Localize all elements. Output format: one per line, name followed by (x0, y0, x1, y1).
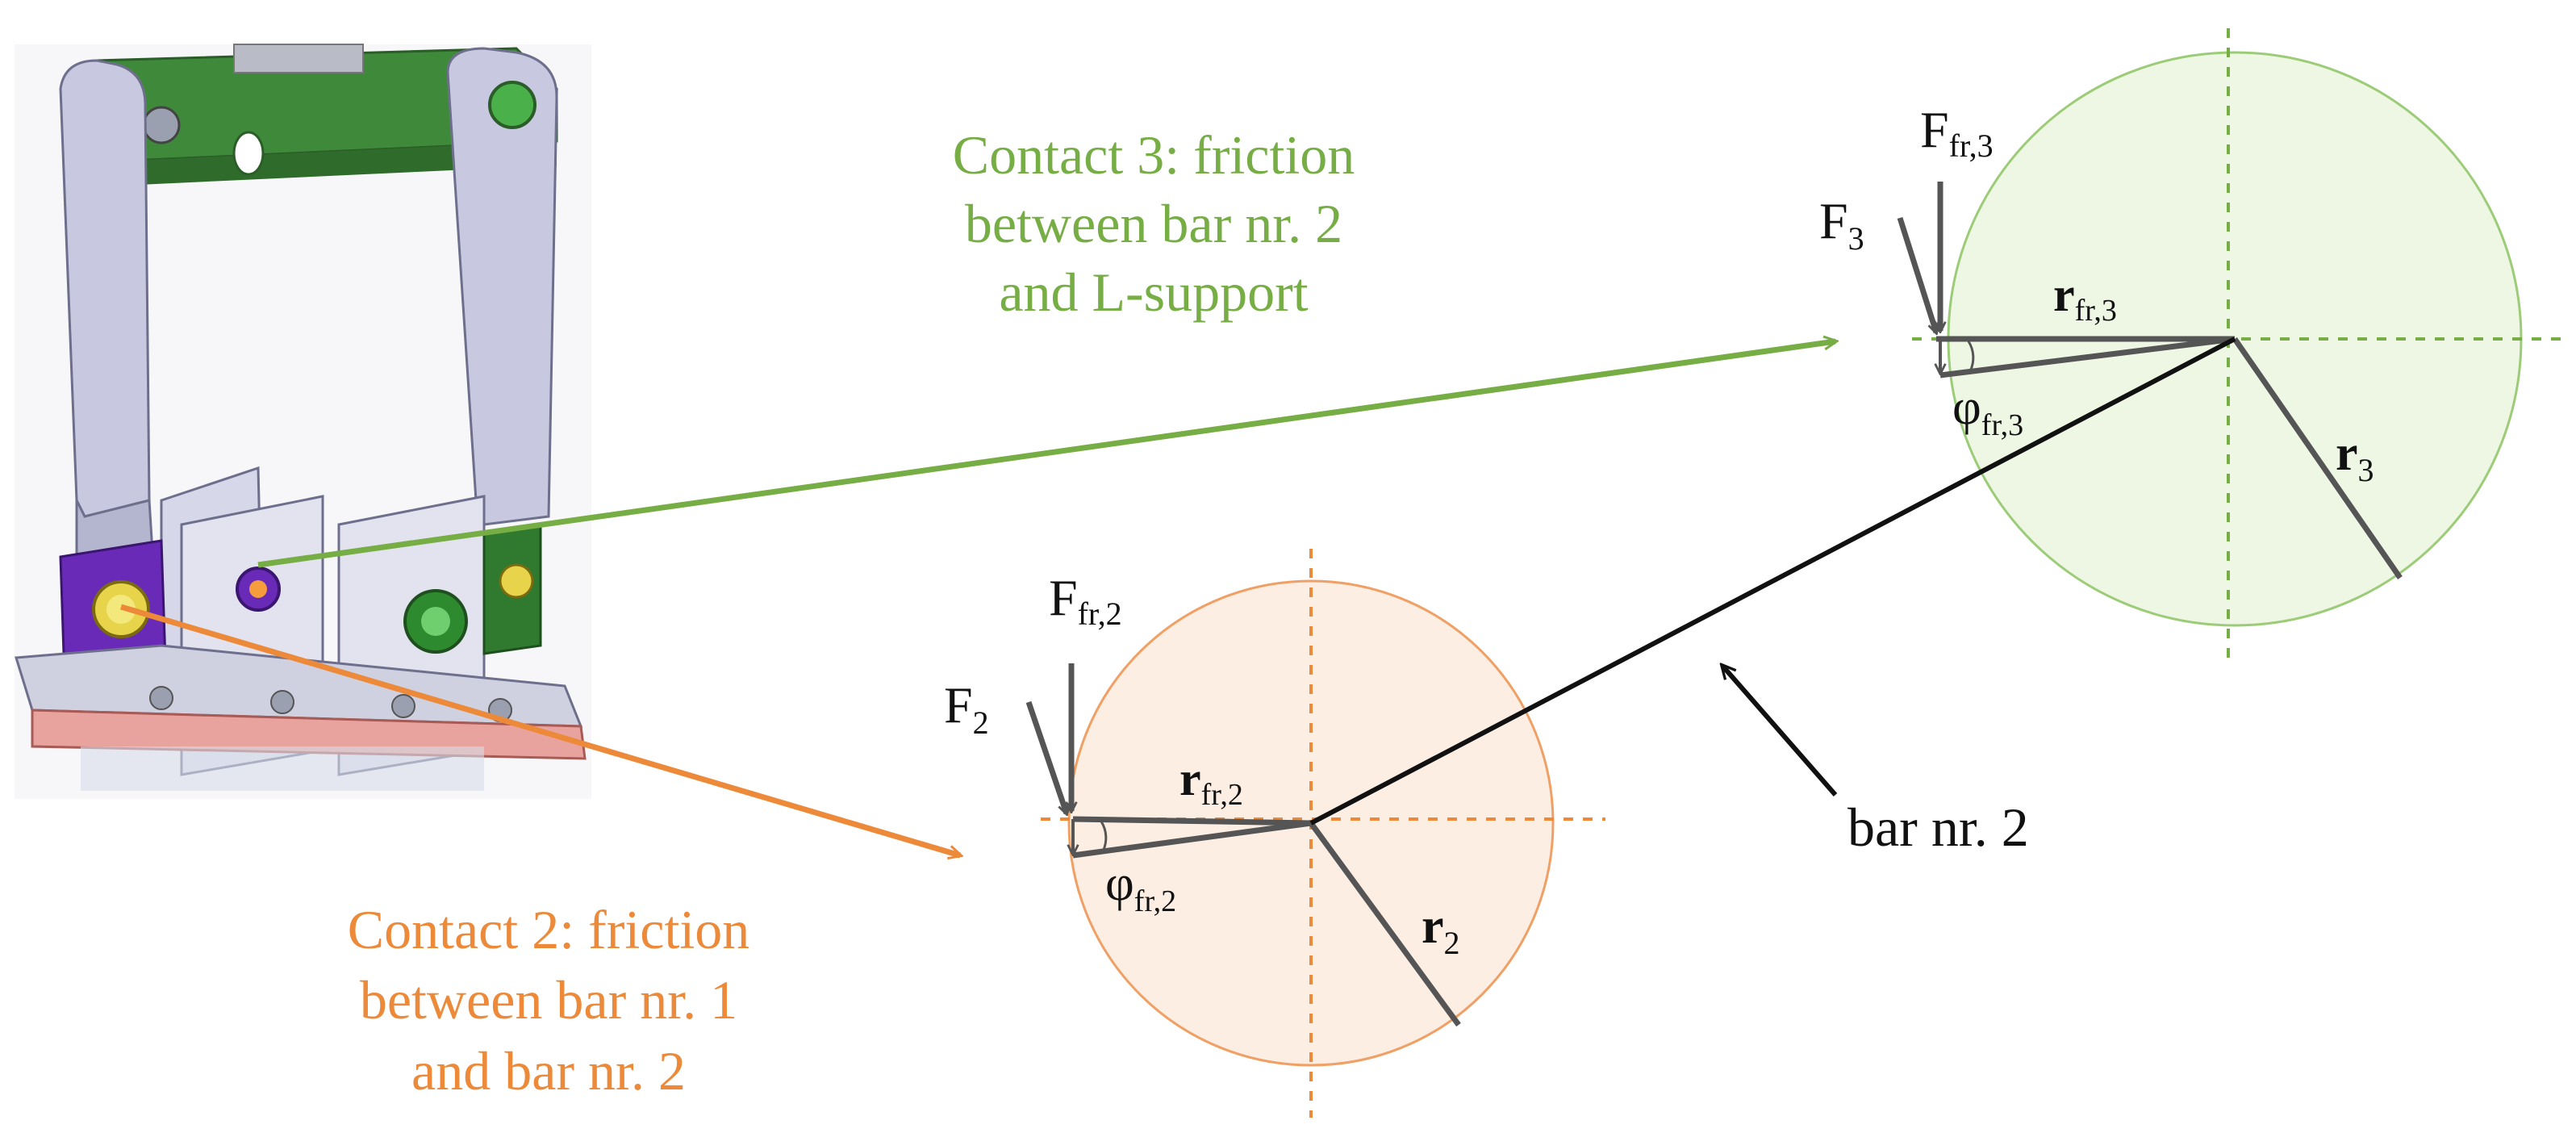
contact2-radius-label: r2 (1422, 899, 1460, 961)
contact2-circle-group (1025, 549, 1605, 1118)
contact2-caption-line3: and bar nr. 2 (411, 1040, 686, 1102)
contact3-caption-line3: and L-support (999, 261, 1308, 323)
contact3-friction-force-label: Ffr,3 (1920, 101, 1994, 164)
contact2-angle-line (1072, 820, 1312, 859)
contact3-angle-label: φfr,3 (1952, 380, 2023, 442)
contact2-angle-arc (1100, 821, 1108, 852)
contact3-leader-arrow (257, 341, 1835, 568)
contact2-caption-line1: Contact 2: friction (348, 899, 750, 960)
contact3-caption: Contact 3: friction between bar nr. 2 an… (953, 124, 1355, 323)
contact3-circle-group (1897, 28, 2566, 662)
contact3-caption-line1: Contact 3: friction (953, 124, 1355, 186)
bar2-pointer-arrow (1722, 666, 1838, 796)
contact2-force-arrow (1025, 700, 1067, 813)
contact3-caption-line2: between bar nr. 2 (965, 193, 1342, 254)
contact3-radius-line (2232, 337, 2403, 579)
contact2-friction-force-label: Ffr,2 (1049, 569, 1122, 632)
contact3-angle-arc (1967, 341, 1975, 372)
bar2-label: bar nr. 2 (1847, 796, 2029, 858)
contact3-force-arrow (1897, 216, 1936, 332)
contact3-radius-label: r3 (2336, 426, 2374, 488)
contact2-radius-line (1309, 821, 1461, 1027)
contact2-force-label: F2 (944, 676, 989, 741)
contact2-caption: Contact 2: friction between bar nr. 1 an… (348, 899, 750, 1102)
contact2-caption-line2: between bar nr. 1 (360, 969, 737, 1031)
mechanism-render (15, 44, 591, 799)
contact3-friction-radius-label: rfr,3 (2053, 268, 2117, 328)
contact2-leader-arrow (120, 604, 960, 855)
contact3-force-label: F3 (1819, 192, 1864, 257)
contact2-friction-radius-label: rfr,2 (1179, 752, 1243, 812)
bolt-icon (142, 106, 181, 144)
contact2-friction-radius-line (1072, 816, 1312, 826)
contact2-angle-label: φfr,2 (1105, 856, 1176, 918)
bar2-line (1309, 337, 2236, 826)
contact3-angle-line (1939, 336, 2236, 378)
